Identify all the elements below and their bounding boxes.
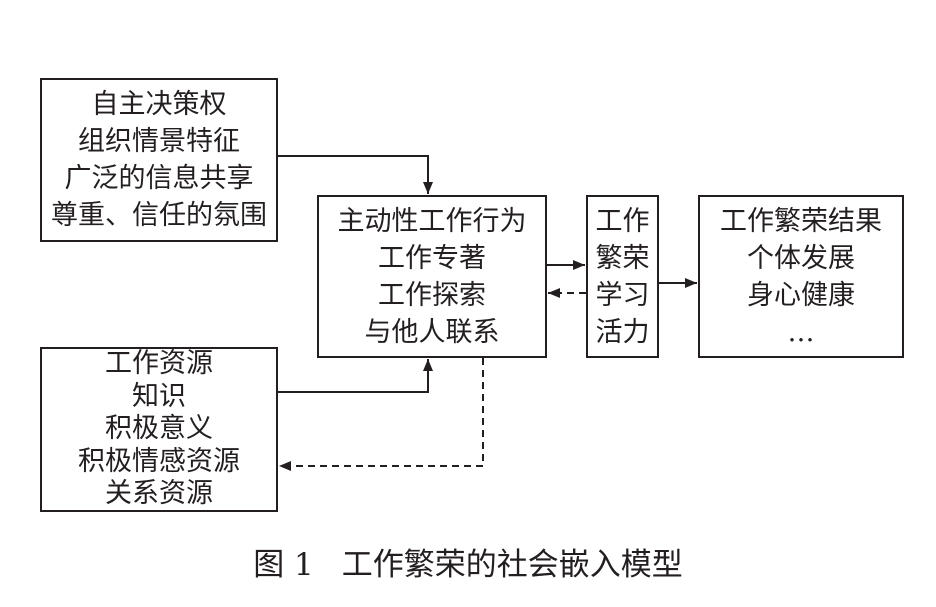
box-text-line: … xyxy=(787,316,815,348)
box-text-line: 尊重、信任的氛围 xyxy=(51,200,267,231)
context-to-behavior-arrow xyxy=(278,155,433,194)
box-text-line: 组织情景特征 xyxy=(78,126,240,157)
box-text-line: 积极意义 xyxy=(105,413,213,445)
box-text-line: 工作资源 xyxy=(105,348,213,380)
box-text-line: 身心健康 xyxy=(747,279,855,311)
box-text-line: 活力 xyxy=(595,316,650,348)
box-text-line: 与他人联系 xyxy=(364,316,500,348)
box-text-line: 自主决策权 xyxy=(91,89,227,120)
organizational-context-box: 自主决策权 组织情景特征 广泛的信息共享 尊重、信任的氛围 xyxy=(40,78,278,242)
box-text-line: 知识 xyxy=(132,380,186,412)
behavior-to-resources-dashed-arrow xyxy=(279,358,484,471)
figure-number: 图 1 xyxy=(253,547,314,583)
box-text-line: 学习 xyxy=(595,279,650,311)
box-text-line: 主动性工作行为 xyxy=(337,205,527,237)
box-text-line: 工作繁荣结果 xyxy=(720,205,882,237)
work-resources-box: 工作资源 知识 积极意义 积极情感资源 关系资源 xyxy=(40,347,278,512)
box-text-line: 繁荣 xyxy=(595,242,650,274)
thriving-box: 工作 繁荣 学习 活力 xyxy=(586,195,659,358)
thriving-outcomes-box: 工作繁荣结果 个体发展 身心健康 … xyxy=(698,195,904,358)
box-text-line: 积极情感资源 xyxy=(78,445,240,477)
proactive-behavior-box: 主动性工作行为 工作专著 工作探索 与他人联系 xyxy=(317,195,547,358)
box-text-line: 工作 xyxy=(595,205,650,237)
figure-caption: 图 1 工作繁荣的社会嵌入模型 xyxy=(0,545,936,585)
box-text-line: 广泛的信息共享 xyxy=(64,163,254,194)
box-text-line: 个体发展 xyxy=(747,242,855,274)
box-text-line: 工作探索 xyxy=(378,279,486,311)
figure-title: 工作繁荣的社会嵌入模型 xyxy=(341,547,683,583)
box-text-line: 关系资源 xyxy=(105,478,213,510)
resources-to-behavior-arrow xyxy=(278,359,433,393)
box-text-line: 工作专著 xyxy=(378,242,486,274)
